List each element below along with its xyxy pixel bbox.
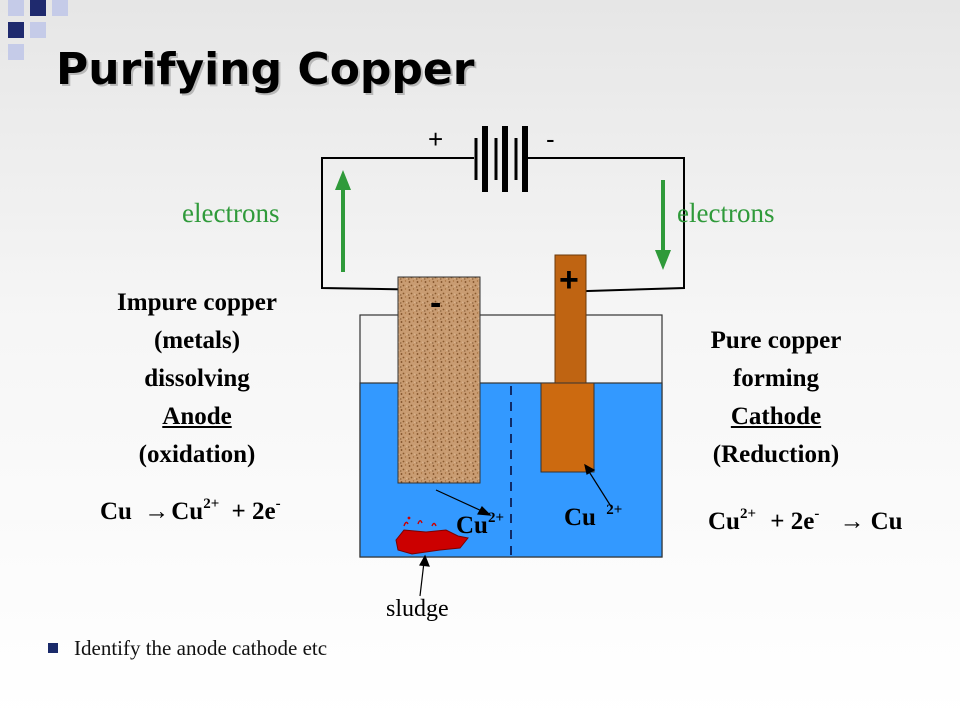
anode-eq-ion: Cu — [171, 498, 204, 525]
cathode-line: (Reduction) — [712, 441, 840, 468]
anode-eq-electrons: + 2e — [231, 498, 276, 525]
anode-eq-electron-charge: - — [275, 496, 281, 512]
corner-square — [30, 22, 46, 38]
cathode-rod — [554, 254, 587, 386]
anode-line: Impure copper — [117, 289, 277, 316]
anode-eq-reactant: Cu — [100, 498, 132, 525]
cathode-eq-electron-charge: - — [814, 506, 820, 522]
anode-description: Impure copper (metals) dissolving Anode … — [82, 284, 312, 474]
cathode-eq-ion: Cu — [708, 508, 740, 535]
electrons-label-left: electrons — [182, 198, 280, 228]
anode-eq-ion-charge: 2+ — [203, 496, 220, 512]
cathode-sign: + — [559, 261, 579, 299]
battery — [474, 126, 528, 192]
ion-label-base: Cu — [564, 504, 596, 531]
arrow-icon: → — [839, 508, 865, 535]
anode-sign: - — [430, 284, 442, 322]
corner-square — [8, 22, 24, 38]
battery-positive-label: + — [428, 124, 444, 154]
anode-heading: Anode — [162, 403, 232, 430]
sludge — [395, 516, 469, 555]
bullet-square-icon — [48, 643, 58, 654]
electron-arrow-down — [655, 180, 671, 270]
anode-line: dissolving — [144, 365, 250, 392]
corner-square — [8, 0, 24, 16]
cathode-eq-ion-charge: 2+ — [739, 506, 757, 522]
bullet-text: Identify the anode cathode etc — [74, 636, 328, 660]
cathode-heading: Cathode — [730, 403, 822, 430]
electron-arrow-up — [335, 170, 351, 272]
anode-line: (metals) — [153, 327, 241, 354]
cathode-eq-electrons: + 2e — [770, 508, 815, 535]
cathode-line: Pure copper — [710, 327, 842, 354]
anode-line: (oxidation) — [138, 441, 256, 468]
pure-copper-cathode — [540, 382, 595, 473]
ion-label-charge: 2+ — [487, 510, 505, 526]
circuit-wire — [321, 157, 685, 293]
bullet-point: Identify the anode cathode etc — [48, 636, 327, 661]
impure-copper-anode — [397, 276, 481, 484]
corner-square — [52, 0, 68, 16]
corner-square — [30, 0, 46, 16]
corner-square — [8, 44, 24, 60]
sludge-pointer — [419, 554, 430, 597]
cathode-eq-product: Cu — [870, 508, 903, 535]
ion-label-base: Cu — [456, 512, 488, 539]
ion-pointer — [435, 463, 613, 516]
arrow-icon: → — [144, 498, 170, 525]
cathode-equation: Cu2+ + 2e- →Cu — [708, 506, 903, 536]
battery-negative-label: - — [546, 124, 555, 154]
ion-label-charge: 2+ — [606, 502, 623, 518]
anode-equation: Cu →Cu2+ + 2e- — [100, 496, 281, 526]
electrons-label-right: electrons — [677, 198, 775, 228]
cathode-description: Pure copper forming Cathode (Reduction) — [670, 322, 882, 474]
ion-label-left: Cu2+ — [456, 510, 505, 540]
sludge-label: sludge — [386, 596, 449, 622]
ion-label-right: Cu 2+ — [564, 502, 623, 532]
slide-title: Purifying Copper — [56, 44, 475, 95]
cathode-line: forming — [732, 365, 820, 392]
